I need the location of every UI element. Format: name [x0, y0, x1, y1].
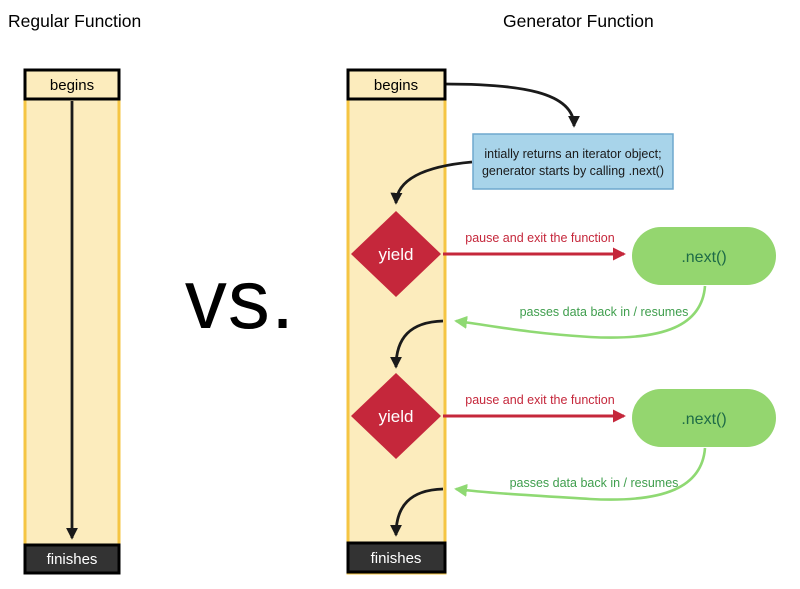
next1-pill [632, 227, 776, 285]
generator-function-flowchart: begins intially returns an iterator obje… [346, 68, 776, 575]
pause-label-2: pause and exit the function [465, 393, 614, 407]
generator-finishes-box [346, 541, 447, 574]
next2-label: .next() [681, 411, 726, 428]
versus-text: vs. [185, 252, 295, 346]
regular-begins-label: begins [50, 77, 94, 94]
note-to-yield1-arrow [390, 160, 473, 205]
regular-begins-box [23, 68, 121, 101]
next2-resume-arrow [454, 447, 707, 501]
regular-finishes-box [23, 543, 121, 575]
yield2-label: yield [379, 407, 414, 426]
pause-label-1: pause and exit the function [465, 231, 614, 245]
regular-function-flowchart: begins finishes [23, 68, 121, 575]
resume1-to-yield2-arrow [390, 319, 444, 369]
generator-begins-box [346, 68, 447, 101]
generator-finishes-label: finishes [371, 550, 422, 567]
resume2-to-finishes-arrow [390, 487, 444, 537]
generator-function-title: Generator Function [503, 11, 654, 31]
generator-cycle-2: pause and exit the function passes data … [351, 373, 776, 501]
iterator-note-line2: generator starts by calling .next() [482, 164, 664, 178]
next2-pill [632, 389, 776, 447]
generator-begins-label: begins [374, 77, 418, 94]
yield2-diamond [351, 373, 441, 459]
yield1-label: yield [379, 245, 414, 264]
next1-label: .next() [681, 249, 726, 266]
resume-label-2: passes data back in / resumes [510, 476, 679, 490]
generator-cycle-1: pause and exit the function passes data … [351, 211, 776, 339]
iterator-note-box [472, 133, 674, 190]
regular-finishes-label: finishes [47, 551, 98, 568]
iterator-note-line1: intially returns an iterator object; [484, 147, 661, 161]
next1-resume-arrow [454, 285, 707, 339]
resume-label-1: passes data back in / resumes [520, 305, 689, 319]
yield1-diamond [351, 211, 441, 297]
regular-function-title: Regular Function [8, 11, 141, 31]
begins-to-note-arrow [443, 82, 580, 128]
